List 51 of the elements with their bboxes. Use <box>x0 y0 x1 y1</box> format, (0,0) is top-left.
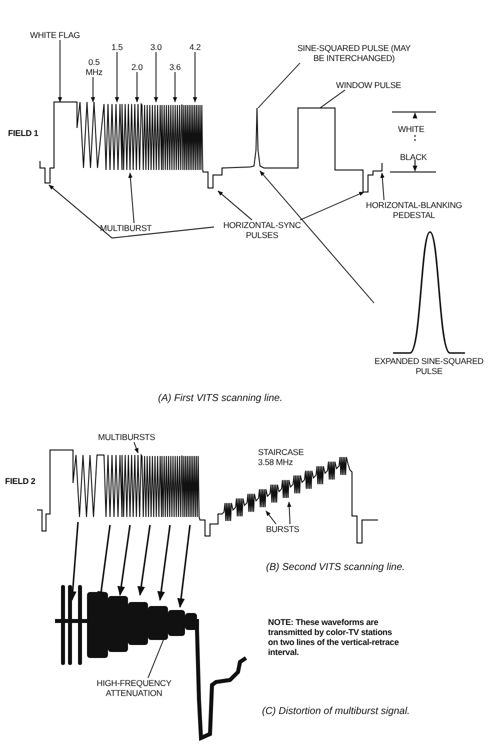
leader-line <box>128 172 134 224</box>
callout-text: HORIZONTAL-SYNC PULSES <box>214 220 310 240</box>
callout-text: 3.0 <box>149 42 163 52</box>
callout-text: WHITE FLAG <box>30 30 80 40</box>
callout-text: MULTIBURSTS <box>98 432 168 442</box>
figure-caption: (A) First VITS scanning line. <box>158 393 282 404</box>
callout-text: 2.0 <box>130 62 144 72</box>
arrow <box>157 524 171 601</box>
callout-text: SINE-SQUARED PULSE (MAY BE INTERCHANGED) <box>295 43 413 63</box>
leader-line <box>154 52 158 103</box>
leader-line <box>380 172 385 200</box>
callout-text: 1.5 <box>110 42 124 52</box>
waveform-label: STAIRCASE 3.58 MHz <box>258 447 305 467</box>
leader-line <box>218 190 252 220</box>
waveform-drawing <box>40 102 382 192</box>
leader-line <box>287 501 292 524</box>
scale-label: BLACK <box>400 152 428 162</box>
leader-line <box>48 184 214 238</box>
distorted-waveform-drawing <box>55 585 248 741</box>
field-label: FIELD 2 <box>5 476 36 486</box>
leader-line <box>58 40 62 103</box>
pulse-panel <box>374 230 484 376</box>
callout-text: 4.2 <box>188 42 202 52</box>
callout-text: WINDOW PULSE <box>336 80 416 90</box>
callout-text: BURSTS <box>266 524 310 534</box>
callout-text: 0.5 MHz <box>82 57 106 77</box>
leader-line <box>192 52 198 103</box>
leader-line <box>114 52 120 103</box>
arrow <box>177 524 191 608</box>
callout-text: HIGH-FREQUENCY ATTENUATION <box>88 678 180 698</box>
note-text: NOTE: These waveforms are transmitted by color-TV stations on two lines of the vertical-retrace interval. <box>268 617 400 657</box>
figure-caption: (B) Second VITS scanning line. <box>266 562 405 573</box>
figure-caption: (C) Distortion of multiburst signal. <box>262 706 410 717</box>
leader-line <box>300 192 364 220</box>
leader-line <box>134 442 138 454</box>
callout-text: MULTIBURST <box>100 223 164 233</box>
waveform-drawing <box>36 450 378 544</box>
callout-text: EXPANDED SINE-SQUARED PULSE <box>374 356 484 376</box>
leader-line <box>134 72 140 103</box>
arrow <box>137 524 151 596</box>
leader-line <box>172 72 178 103</box>
leader-line <box>90 76 96 103</box>
callout-text: HORIZONTAL-BLANKING PEDESTAL <box>358 200 470 220</box>
field-label: FIELD 1 <box>8 128 38 138</box>
leader-line <box>260 170 374 304</box>
scale-label: WHITE <box>398 124 426 134</box>
leader-line <box>258 62 300 108</box>
arrow <box>117 524 131 596</box>
callout-text: 3.6 <box>168 62 182 72</box>
leader-line <box>266 510 276 524</box>
leader-line <box>320 90 346 108</box>
